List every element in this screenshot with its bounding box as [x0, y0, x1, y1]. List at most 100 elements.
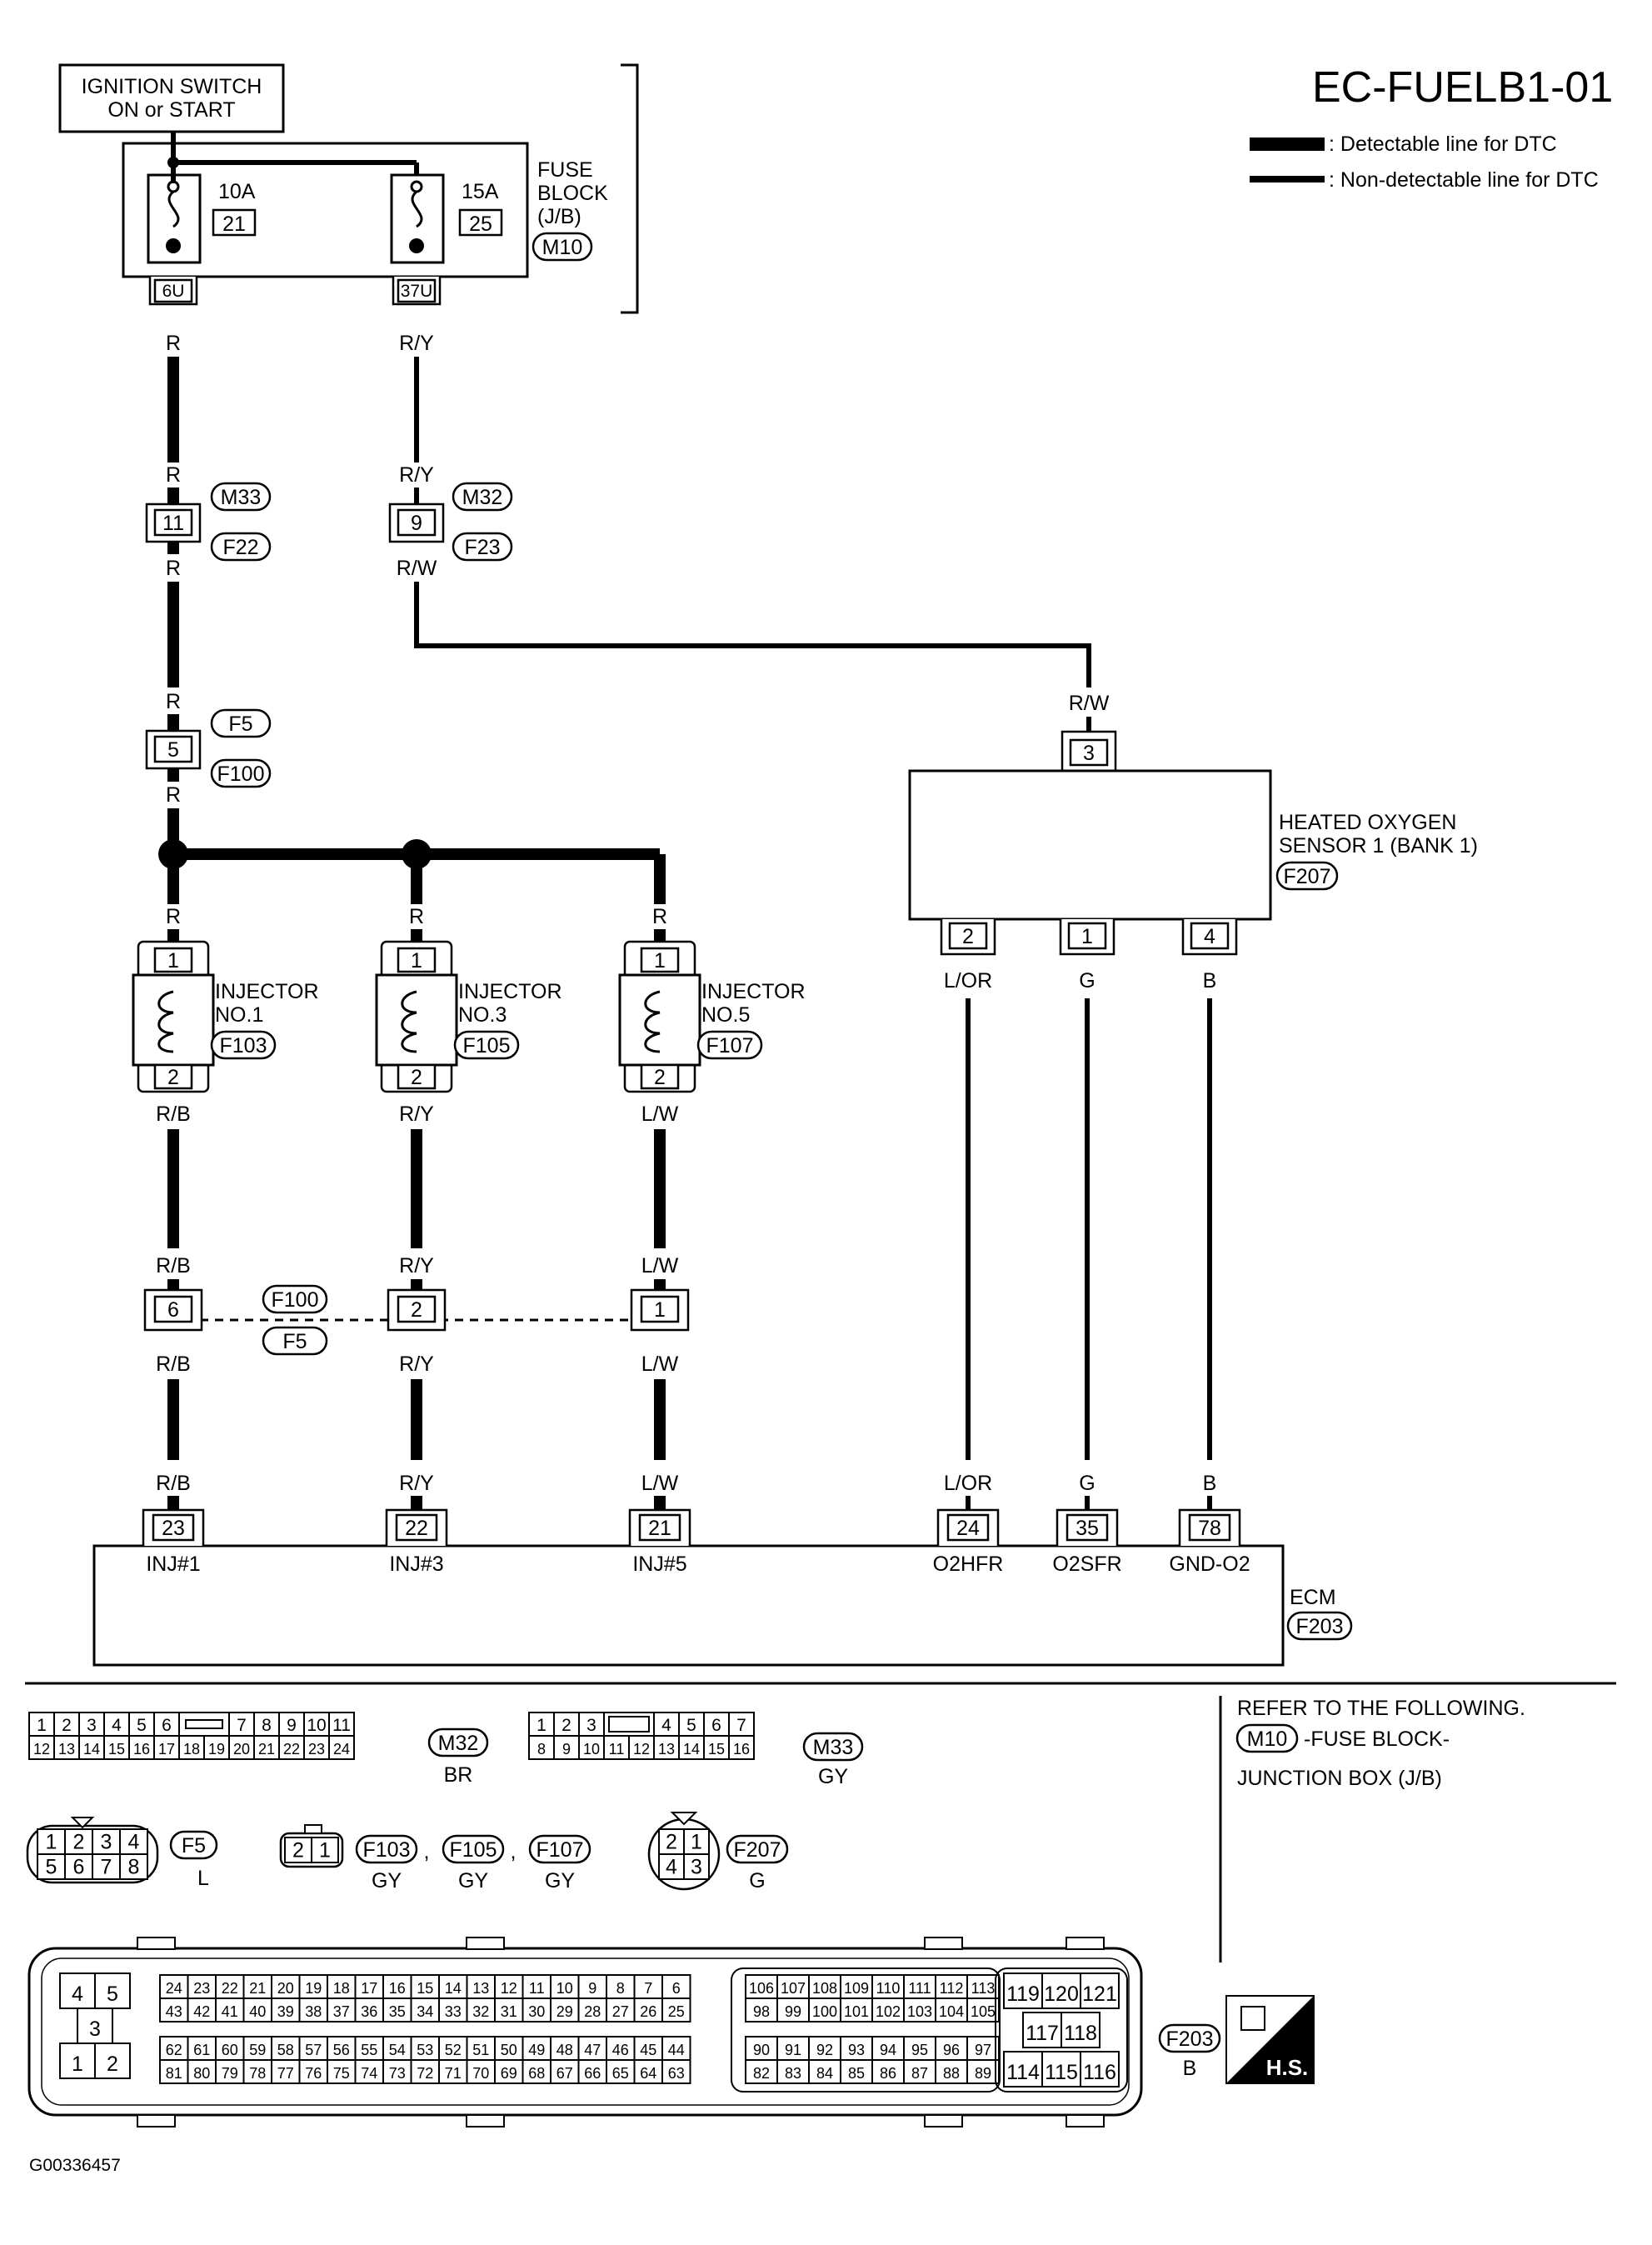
pin-label: 65 [612, 2065, 629, 2082]
pin-label: 10 [307, 1716, 326, 1735]
connector-cell [776, 2036, 810, 2061]
injector-5-conn: F107 [706, 1034, 754, 1058]
pin-label: 74 [361, 2065, 377, 2082]
pin-label: 6 [711, 1716, 721, 1735]
pin-label: 69 [501, 2065, 517, 2082]
pin-label: 2 [107, 2052, 118, 2076]
injector-1-label-1: INJECTOR [215, 980, 319, 1003]
pin-label: 94 [880, 2042, 896, 2058]
pin-label: 64 [640, 2065, 656, 2082]
injector-5-label-2: NO.5 [701, 1003, 750, 1027]
connector-cell [606, 2036, 636, 2061]
connector-cell [278, 1735, 305, 1760]
wire-r-1: R [166, 332, 181, 355]
pin-label: 38 [305, 2003, 322, 2020]
wire-lw-3: L/W [641, 1352, 679, 1376]
pin-label: 51 [472, 2042, 489, 2058]
footer-code: G00336457 [29, 2156, 121, 2175]
wire-ry-3: R/Y [399, 1102, 434, 1126]
pin-label: 11 [609, 1741, 625, 1758]
connector-cell [1003, 2051, 1043, 2088]
svg-text:22: 22 [405, 1517, 428, 1540]
pin-label: 5 [137, 1716, 147, 1735]
pin-label: 59 [249, 2042, 266, 2058]
connector-cell [661, 1998, 691, 2022]
pin-label: 18 [333, 1980, 350, 1997]
conn-f5-b: F5 [282, 1330, 307, 1353]
pin-label: 95 [911, 2042, 928, 2058]
connector-cell [59, 1972, 96, 2009]
pin-label: 62 [166, 2042, 182, 2058]
wire-r-inj1: R [166, 905, 181, 928]
pin-label: 1 [537, 1716, 547, 1735]
pin-label: 18 [183, 1741, 200, 1758]
conn-view-f207-color: G [749, 1869, 765, 1892]
pin-label: 119 [1006, 1982, 1040, 2006]
connector-cell [253, 1735, 280, 1760]
fuse-2-amp: 15A [462, 180, 499, 203]
injector-3-conn: F105 [463, 1034, 511, 1058]
pin-label: 67 [556, 2065, 573, 2082]
fuse-block-label-3: (J/B) [537, 205, 581, 228]
pin-label: 78 [249, 2065, 266, 2082]
connector-cell [119, 1853, 148, 1880]
ho2s-pin-3: 3 [1083, 742, 1095, 765]
connector-cell [776, 1998, 810, 2022]
pin-label: 34 [417, 2003, 433, 2020]
joint-pin-6: 6 [167, 1298, 179, 1322]
connector-cell [528, 1735, 555, 1760]
pin-label: 7 [644, 1980, 652, 1997]
connector-cell [745, 1974, 778, 1999]
pin-label: 6 [162, 1716, 172, 1735]
connector-cell [410, 2059, 440, 2084]
pin-label: 6 [672, 1980, 681, 1997]
svg-text:INJ#3: INJ#3 [389, 1552, 443, 1576]
connector-cell [871, 1998, 905, 2022]
wire-r-3: R [166, 557, 181, 580]
wire-rb-4: R/B [156, 1472, 191, 1495]
conn-view-inj-color-2: GY [458, 1869, 488, 1892]
connector-cell [103, 1735, 130, 1760]
pin-label: 116 [1083, 2061, 1116, 2084]
refer-line-1: REFER TO THE FOLLOWING. [1237, 1697, 1525, 1720]
pin-label: 57 [305, 2042, 322, 2058]
pin-label: 66 [584, 2065, 601, 2082]
connector-cell [438, 1998, 468, 2022]
injector-1-conn: F103 [220, 1034, 267, 1058]
wire-ry-5: R/Y [399, 1352, 434, 1376]
injector-5-group: R 1 2 INJECTOR NO.5 F107 [618, 905, 806, 1093]
pin-label: 31 [501, 2003, 517, 2020]
pin-label: 21 [258, 1741, 275, 1758]
pin-label: 22 [283, 1741, 300, 1758]
pin-label: 71 [445, 2065, 462, 2082]
svg-text:GND-O2: GND-O2 [1169, 1552, 1250, 1576]
connector-cell [628, 1735, 655, 1760]
connector-cell [178, 1735, 205, 1760]
pin-label: 75 [333, 2065, 350, 2082]
pin-label: 40 [249, 2003, 266, 2020]
wire-lor-2: L/OR [944, 1472, 992, 1495]
pin-label: 1 [37, 1716, 47, 1735]
conn-f23: F23 [464, 536, 500, 559]
wire-b-2: B [1203, 1472, 1217, 1495]
fuse-1-pin: 6U [162, 282, 185, 301]
connector-cell [808, 1998, 841, 2022]
connector-cell [37, 1853, 66, 1880]
pin-label: 106 [749, 1980, 774, 1997]
connector-cell [382, 1974, 412, 1999]
wire-r-4: R [166, 690, 181, 713]
connector-cell [466, 1974, 496, 1999]
pin-label: 41 [222, 2003, 238, 2020]
pin-label: 48 [556, 2042, 573, 2058]
connector-cell [328, 1735, 355, 1760]
injector-3-group: R 1 2 INJECTOR NO.3 F105 [375, 905, 562, 1093]
pin-label: 33 [445, 2003, 462, 2020]
connector-cell [410, 1998, 440, 2022]
pin-label: 108 [812, 1980, 837, 1997]
conn-view-m33-id: M33 [813, 1736, 854, 1759]
injector-5-pin-2: 2 [654, 1066, 666, 1089]
ho2s-label-2: SENSOR 1 (BANK 1) [1279, 834, 1478, 858]
pin-label: 85 [848, 2065, 865, 2082]
pin-label: 111 [908, 1980, 931, 1997]
pin-11: 11 [162, 512, 184, 535]
